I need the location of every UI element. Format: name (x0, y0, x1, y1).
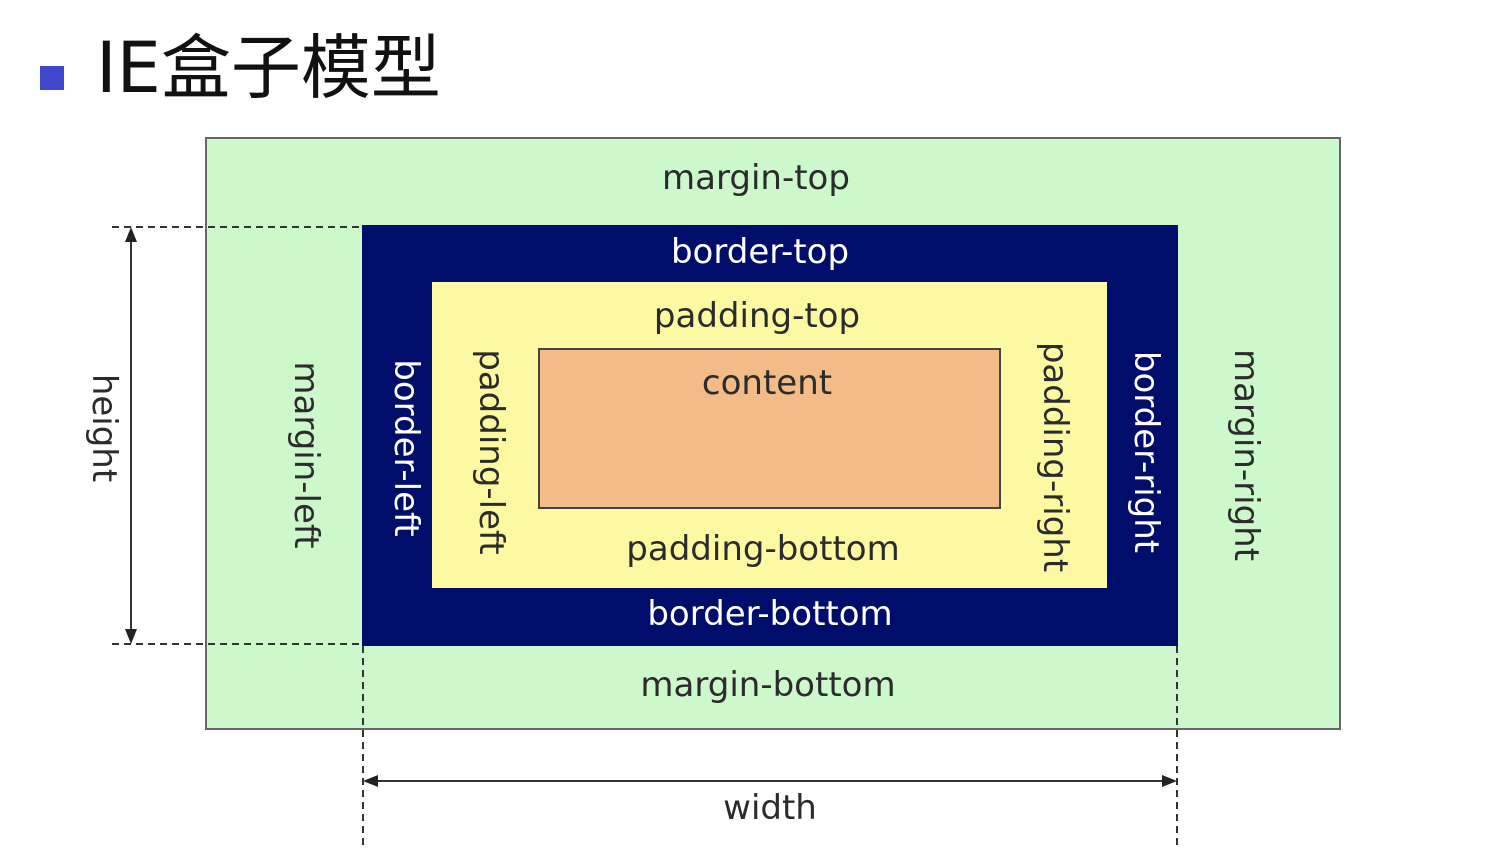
margin-bottom-label: margin-bottom (640, 665, 896, 705)
width-arrow-left-head (363, 775, 378, 787)
width-label: width (723, 788, 817, 828)
content-label: content (701, 363, 833, 403)
margin-top-label: margin-top (662, 158, 850, 198)
title-bullet (40, 66, 64, 90)
height-arrow-bottom-head (125, 629, 137, 644)
padding-top-label: padding-top (653, 296, 861, 336)
border-top-label: border-top (670, 232, 850, 272)
page-title: IE盒子模型 (96, 27, 441, 109)
content-area (538, 348, 1001, 509)
border-bottom-label: border-bottom (647, 594, 893, 634)
height-label: height (84, 373, 124, 483)
padding-bottom-label: padding-bottom (626, 529, 900, 569)
width-arrow-right-head (1162, 775, 1177, 787)
height-arrow-top-head (125, 227, 137, 242)
